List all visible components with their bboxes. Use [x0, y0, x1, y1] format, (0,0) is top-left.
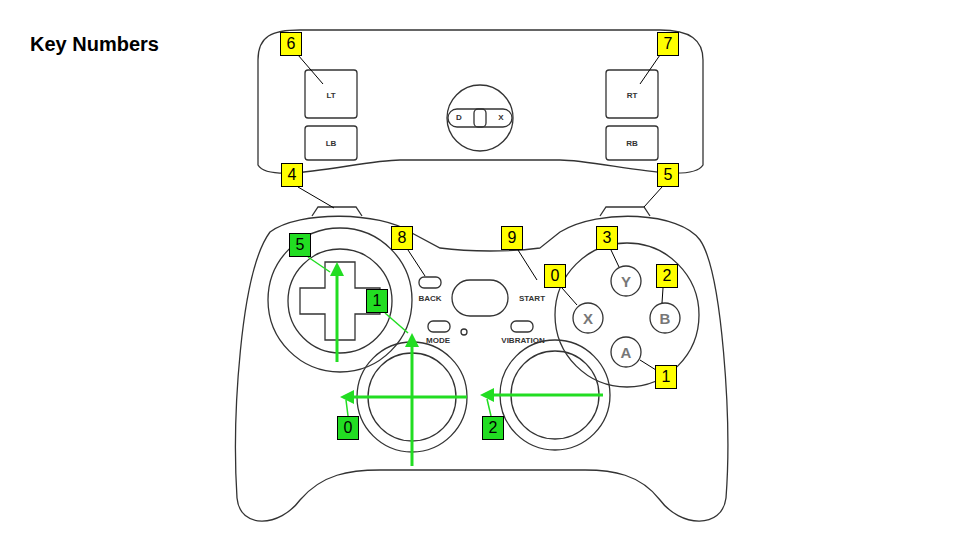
button-label: START	[519, 295, 545, 303]
button-label: X	[498, 114, 503, 122]
face-button-letter: B	[660, 311, 671, 326]
button-label: LB	[326, 140, 337, 148]
axis-number: 2	[482, 416, 504, 440]
callout-number: 0	[544, 264, 566, 288]
button-label: MODE	[426, 337, 450, 345]
axis-number: 1	[366, 289, 388, 313]
face-button-letter: Y	[621, 274, 631, 289]
axis-number: 5	[289, 233, 311, 257]
callout-number: 5	[657, 163, 679, 187]
face-button-letter: X	[583, 311, 593, 326]
callout-number: 7	[657, 32, 679, 56]
button-label: LT	[326, 92, 335, 100]
diagram-title: Key Numbers	[30, 33, 159, 56]
callout-number: 4	[281, 163, 303, 187]
face-button-letter: A	[621, 345, 632, 360]
callout-number: 3	[596, 226, 618, 250]
callout-number: 1	[655, 365, 677, 389]
button-label: BACK	[418, 295, 441, 303]
callout-number: 8	[391, 226, 413, 250]
button-label: VIBRATION	[501, 337, 544, 345]
button-label: D	[456, 114, 462, 122]
callout-number: 9	[501, 226, 523, 250]
button-label: RB	[626, 140, 638, 148]
axis-number: 0	[337, 416, 359, 440]
callout-number: 2	[656, 264, 678, 288]
callout-number: 6	[280, 32, 302, 56]
button-label: RT	[627, 92, 638, 100]
